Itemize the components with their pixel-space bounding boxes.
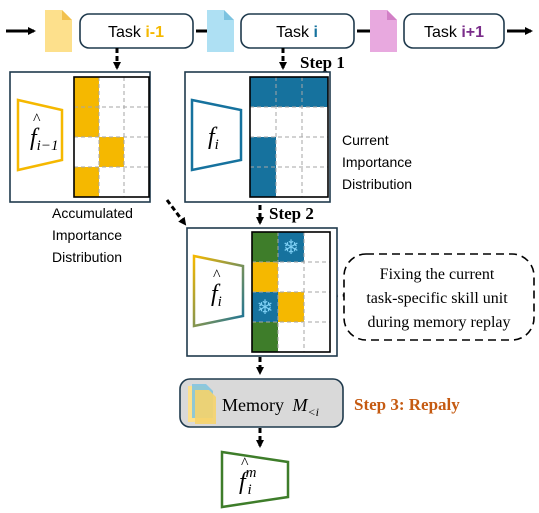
model-prev-trapezoid — [16, 98, 64, 172]
document-icon-task-current — [207, 10, 234, 52]
grid-cell-white — [304, 232, 330, 262]
grid-cell-blue — [302, 77, 328, 107]
grid-fused: ❄❄ — [251, 231, 331, 353]
grid-cell-white — [124, 167, 149, 197]
model-current-trapezoid — [190, 98, 243, 172]
task-current-prefix: Task — [276, 24, 313, 41]
grid-cell-gold — [278, 292, 304, 322]
grid-cell-white — [250, 107, 276, 137]
grid-accumulated — [73, 76, 150, 198]
grid-cell-white — [304, 262, 330, 292]
grid-border — [249, 76, 329, 198]
grid-cell-white — [124, 77, 149, 107]
model-fused-symbol: fi — [211, 281, 222, 310]
task-prev-suffix: i-1 — [145, 24, 164, 41]
panel-current: fi — [184, 71, 331, 203]
grid-cell-white — [99, 77, 124, 107]
grid-cell-white — [302, 137, 328, 167]
grid-cell-blue — [278, 232, 304, 262]
task-prev-prefix: Task — [108, 24, 145, 41]
callout-line-3: during memory replay — [367, 314, 510, 331]
svg-text:Task i: Task i — [276, 24, 318, 41]
model-fused-trapezoid — [192, 254, 245, 328]
grid-border — [73, 76, 150, 198]
grid-cell-white — [304, 322, 330, 352]
grid-cell-gold — [74, 167, 99, 197]
grid-cell-gold — [252, 262, 278, 292]
grid-cell-gold — [99, 137, 124, 167]
snowflake-icon: ❄ — [283, 235, 300, 259]
svg-text:Task i+1: Task i+1 — [424, 24, 484, 41]
grid-cell-white — [99, 167, 124, 197]
model-prev-symbol: fi−1 — [30, 125, 58, 154]
memory-label: Memory M<i — [222, 395, 319, 419]
grid-cell-white — [302, 167, 328, 197]
snowflake-icon: ❄ — [257, 295, 274, 319]
callout-line-1: Fixing the current — [380, 266, 495, 283]
step-3-label: Step 3: Repaly — [354, 395, 460, 414]
step-2-label: Step 2 — [269, 204, 314, 223]
grid-cell-white — [276, 137, 302, 167]
grid-cell-white — [124, 107, 149, 137]
svg-text:Task i-1: Task i-1 — [108, 24, 164, 41]
model-current-symbol: fi — [208, 124, 219, 153]
grid-cell-white — [74, 137, 99, 167]
grid-border — [251, 231, 331, 353]
timeline: Task i-1 Task i Task i+1 — [6, 10, 533, 52]
grid-cell-green — [252, 232, 278, 262]
grid-cell-white — [278, 322, 304, 352]
panel-accumulated: fi−1 ^ — [9, 71, 151, 203]
memory-stack-icon — [188, 384, 216, 424]
panel-fused: fi ^ ❄❄ — [186, 227, 338, 357]
grid-cell-green — [252, 322, 278, 352]
grid-cell-white — [276, 107, 302, 137]
grid-cell-white — [124, 137, 149, 167]
task-box-next: Task i+1 — [403, 13, 505, 49]
memory-box: Memory M<i — [179, 378, 344, 428]
svg-text:^: ^ — [241, 455, 249, 472]
task-next-prefix: Task — [424, 24, 461, 41]
document-icon-task-prev — [45, 10, 72, 52]
step-1-label: Step 1 — [300, 53, 345, 72]
task-box-prev: Task i-1 — [79, 13, 194, 49]
task-current-suffix: i — [313, 24, 317, 41]
grid-cell-gold — [74, 107, 99, 137]
grid-cell-blue — [250, 167, 276, 197]
task-next-suffix: i+1 — [461, 24, 484, 41]
grid-cell-white — [278, 262, 304, 292]
task-box-current: Task i — [240, 13, 355, 49]
callout-fixing: Fixing the current task-specific skill u… — [343, 253, 535, 341]
grid-cell-blue — [250, 77, 276, 107]
accumulated-label: Accumulated Importance Distribution — [52, 205, 137, 265]
grid-cell-gold — [74, 77, 99, 107]
grid-cell-blue — [250, 137, 276, 167]
grid-cell-white — [276, 167, 302, 197]
svg-text:fmi: fmi — [239, 465, 257, 498]
current-label: Current Importance Distribution — [342, 132, 416, 192]
callout-line-2: task-specific skill unit — [366, 290, 508, 307]
svg-text:Fixing the current task-: Fixing the current task-specific skill u… — [366, 266, 511, 331]
grid-cell-white — [302, 107, 328, 137]
model-prev-hat: ^ — [33, 111, 41, 128]
grid-cell-white — [304, 292, 330, 322]
grid-current — [249, 76, 329, 198]
grid-cell-white — [99, 107, 124, 137]
grid-cell-blue — [252, 292, 278, 322]
document-icon-task-next — [370, 10, 397, 52]
grid-cell-blue — [276, 77, 302, 107]
model-fused-hat: ^ — [213, 267, 221, 284]
